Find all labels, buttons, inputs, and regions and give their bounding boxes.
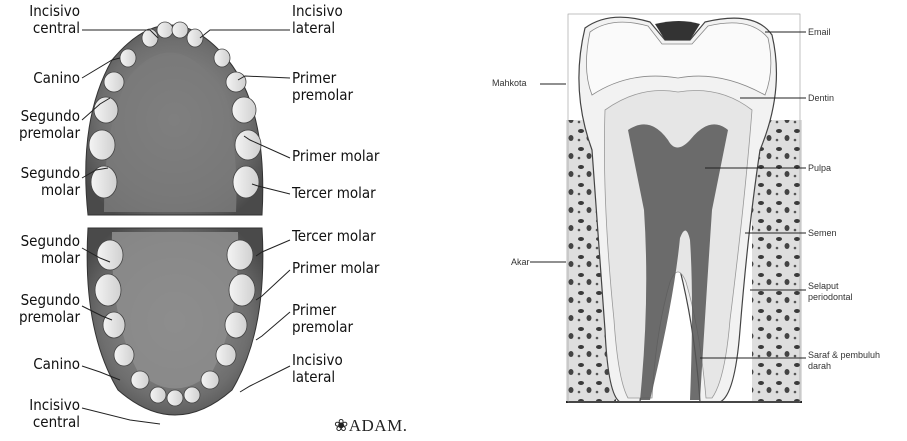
label-line: premolar bbox=[19, 125, 80, 142]
tooth bbox=[142, 29, 158, 47]
tooth bbox=[172, 22, 188, 38]
label-semen: Semen bbox=[808, 228, 837, 239]
label-line: premolar bbox=[19, 309, 80, 326]
label-line: Segundo bbox=[19, 292, 80, 309]
label-seg_molar: Segundomolar bbox=[21, 233, 80, 267]
label-akar: Akar bbox=[511, 257, 530, 268]
bone-right bbox=[752, 120, 802, 402]
label-line: lateral bbox=[292, 20, 343, 37]
label-line: Email bbox=[808, 27, 831, 38]
label-line: darah bbox=[808, 361, 880, 372]
label-dentin: Dentin bbox=[808, 93, 834, 104]
tooth bbox=[167, 390, 183, 406]
adam-logo: ❀ADAM. bbox=[334, 416, 407, 436]
tooth bbox=[89, 130, 115, 160]
tooth bbox=[235, 130, 261, 160]
tooth bbox=[232, 97, 256, 123]
label-line: molar bbox=[21, 182, 80, 199]
label-prim_molar: Primer molar bbox=[292, 260, 379, 277]
label-pulpa: Pulpa bbox=[808, 163, 831, 174]
label-tercer_molar: Tercer molar bbox=[292, 228, 376, 245]
tooth bbox=[114, 344, 134, 366]
label-prim_molar: Primer molar bbox=[292, 148, 379, 165]
label-line: premolar bbox=[292, 319, 353, 336]
label-canino: Canino bbox=[33, 70, 80, 87]
leader-inc_lateral bbox=[200, 30, 290, 38]
label-line: Primer molar bbox=[292, 260, 379, 277]
label-line: Segundo bbox=[19, 108, 80, 125]
label-email: Email bbox=[808, 27, 831, 38]
leader-inc_central bbox=[82, 408, 160, 424]
label-line: Tercer molar bbox=[292, 228, 376, 245]
label-line: Tercer molar bbox=[292, 185, 376, 202]
tooth bbox=[216, 344, 236, 366]
label-line: Incisivo bbox=[292, 3, 343, 20]
label-line: Primer bbox=[292, 70, 353, 87]
tooth bbox=[201, 371, 219, 389]
tooth bbox=[120, 49, 136, 67]
label-inc_central: Incisivocentral bbox=[29, 397, 80, 431]
tooth bbox=[104, 72, 124, 92]
label-canino: Canino bbox=[33, 356, 80, 373]
label-line: central bbox=[29, 20, 80, 37]
label-line: periodontal bbox=[808, 292, 853, 303]
tooth bbox=[214, 49, 230, 67]
label-line: Akar bbox=[511, 257, 530, 268]
label-line: Semen bbox=[808, 228, 837, 239]
tooth bbox=[97, 240, 123, 270]
tooth bbox=[227, 240, 253, 270]
label-line: Canino bbox=[33, 70, 80, 87]
label-line: Selaput bbox=[808, 281, 853, 292]
label-line: Incisivo bbox=[29, 3, 80, 20]
label-tercer_molar: Tercer molar bbox=[292, 185, 376, 202]
leader-prim_premolar bbox=[256, 312, 290, 340]
tooth bbox=[233, 166, 259, 198]
tooth bbox=[184, 387, 200, 403]
tooth bbox=[103, 312, 125, 338]
tooth bbox=[226, 72, 246, 92]
tooth bbox=[225, 312, 247, 338]
label-mahkota: Mahkota bbox=[492, 78, 527, 89]
leader-inc_lateral bbox=[240, 366, 290, 392]
label-line: central bbox=[29, 414, 80, 431]
tooth bbox=[157, 22, 173, 38]
label-line: Segundo bbox=[21, 233, 80, 250]
tooth bbox=[229, 274, 255, 306]
label-seg_molar: Segundomolar bbox=[21, 165, 80, 199]
label-line: Dentin bbox=[808, 93, 834, 104]
label-line: Segundo bbox=[21, 165, 80, 182]
label-line: Canino bbox=[33, 356, 80, 373]
tooth bbox=[150, 387, 166, 403]
label-line: Saraf & pembuluh bbox=[808, 350, 880, 361]
label-line: Primer bbox=[292, 302, 353, 319]
tooth bbox=[95, 274, 121, 306]
label-line: Incisivo bbox=[292, 352, 343, 369]
label-line: premolar bbox=[292, 87, 353, 104]
label-line: molar bbox=[21, 250, 80, 267]
label-line: Incisivo bbox=[29, 397, 80, 414]
label-line: lateral bbox=[292, 369, 343, 386]
label-line: Mahkota bbox=[492, 78, 527, 89]
label-line: Pulpa bbox=[808, 163, 831, 174]
label-line: Primer molar bbox=[292, 148, 379, 165]
tooth bbox=[131, 371, 149, 389]
